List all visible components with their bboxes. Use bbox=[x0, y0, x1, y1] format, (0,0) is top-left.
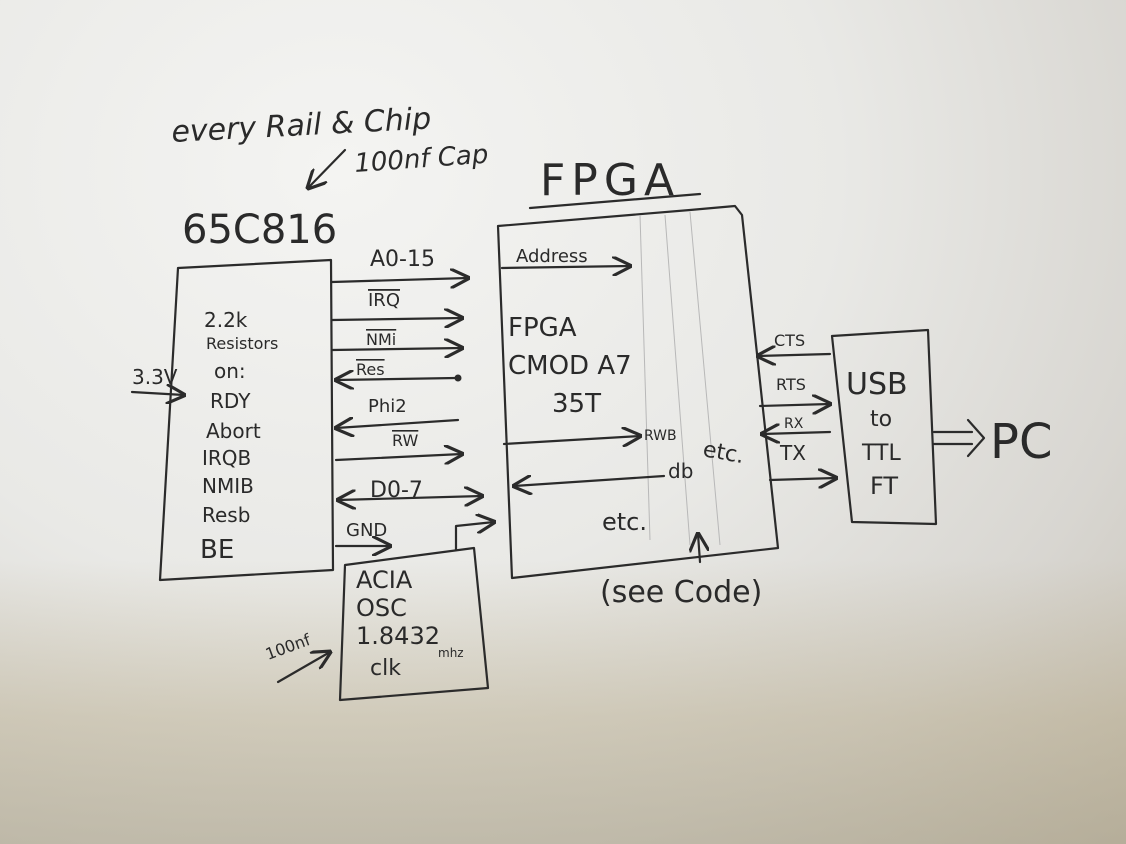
see-code-arrow bbox=[698, 534, 700, 564]
osc-cap-note: 100nf bbox=[263, 630, 313, 664]
sig-phi2-label: Phi2 bbox=[368, 396, 407, 417]
usb-line-to: to bbox=[870, 407, 892, 432]
sig-nmi-arrow bbox=[330, 348, 462, 350]
usb-line-ft: FT bbox=[870, 472, 898, 500]
cpu-line-on: on: bbox=[214, 359, 246, 383]
fpga-inner-guide-3 bbox=[689, 211, 721, 546]
power-in-arrow bbox=[130, 392, 184, 395]
usb-cts-label: CTS bbox=[774, 331, 805, 350]
sig-res-source-dot bbox=[454, 374, 462, 382]
sig-rw-label: RW bbox=[392, 431, 418, 450]
cpu-line-irqb: IRQB bbox=[202, 446, 251, 470]
usb-tx-arrow bbox=[768, 478, 836, 480]
top-note: every Rail & Chip bbox=[171, 101, 432, 150]
sig-res-arrow bbox=[336, 378, 458, 380]
sig-nmi-label: NMi bbox=[366, 330, 396, 349]
sig-gnd-label: GND bbox=[346, 520, 387, 541]
cpu-line-resistor-value: 2.2k bbox=[204, 308, 248, 332]
fpga-body-text: FPGA CMOD A7 35T bbox=[508, 313, 632, 419]
cpu-line-resistors: Resistors bbox=[206, 334, 278, 353]
cap-pointer-arrow bbox=[308, 148, 347, 188]
sig-rw-arrow bbox=[334, 454, 462, 460]
usb-tx-label: TX bbox=[779, 441, 806, 465]
sig-address-arrow bbox=[330, 278, 468, 282]
fpga-rwb-label: RWB bbox=[644, 428, 677, 444]
cap-note: 100nf Cap bbox=[353, 140, 489, 179]
usb-rx-arrow bbox=[762, 432, 832, 434]
acia-line-acia: ACIA bbox=[356, 566, 413, 594]
acia-clk-out-arrow bbox=[454, 522, 494, 552]
power-in-label: 3.3V bbox=[132, 365, 178, 389]
cpu-line-be: BE bbox=[200, 535, 234, 565]
fpga-etc-right: etc. bbox=[701, 437, 746, 469]
acia-line-freq: 1.8432 bbox=[356, 622, 440, 650]
acia-text: ACIA OSC 1.8432 clk mhz bbox=[356, 566, 464, 681]
acia-line-osc: OSC bbox=[356, 594, 407, 622]
pc-label: PC bbox=[990, 414, 1052, 470]
fpga-line-fpga: FPGA bbox=[508, 313, 577, 343]
cpu-box bbox=[158, 258, 335, 582]
fpga-etc-bottom: etc. bbox=[602, 508, 647, 536]
cpu-line-nmib: NMIB bbox=[202, 474, 254, 498]
fpga-line-35t: 35T bbox=[552, 389, 601, 419]
usb-rts-label: RTS bbox=[776, 375, 806, 394]
sig-irq-arrow bbox=[330, 318, 462, 320]
usb-cts-arrow bbox=[758, 354, 832, 356]
sig-phi2-arrow bbox=[336, 420, 460, 428]
usb-rts-arrow bbox=[758, 404, 830, 406]
usb-box bbox=[830, 328, 938, 526]
fpga-rwb-arrow bbox=[502, 436, 640, 444]
cpu-line-rdy: RDY bbox=[210, 389, 251, 413]
cpu-line-resb: Resb bbox=[202, 503, 250, 527]
fpga-inner-guide-2 bbox=[664, 214, 691, 546]
fpga-address-in-label: Address bbox=[516, 246, 588, 267]
fpga-line-cmod: CMOD A7 bbox=[508, 351, 632, 381]
fpga-db-arrow bbox=[514, 474, 666, 486]
sig-address-label: A0-15 bbox=[370, 247, 435, 272]
acia-line-clk: clk bbox=[370, 656, 401, 681]
fpga-title-underline bbox=[528, 192, 702, 210]
usb-line-ttl: TTL bbox=[861, 441, 901, 466]
see-code-note: (see Code) bbox=[600, 575, 762, 610]
sig-irq-label: IRQ bbox=[368, 290, 400, 311]
fpga-db-label: db bbox=[668, 459, 693, 483]
acia-box bbox=[338, 546, 490, 702]
usb-box-text: USB to TTL FT bbox=[846, 367, 908, 500]
cpu-line-abort: Abort bbox=[206, 419, 261, 443]
fpga-box bbox=[496, 204, 780, 580]
pc-link-arrowhead bbox=[966, 418, 986, 458]
fpga-inner-guide-1 bbox=[639, 214, 651, 541]
sig-res-label: Res bbox=[356, 360, 385, 379]
sig-data-arrow bbox=[338, 496, 482, 500]
cpu-title: 65C816 bbox=[182, 207, 337, 253]
acia-mhz: mhz bbox=[438, 646, 464, 660]
usb-line-usb: USB bbox=[846, 367, 908, 402]
usb-rx-label: RX bbox=[784, 416, 804, 432]
fpga-address-in-arrow bbox=[500, 266, 630, 268]
osc-cap-arrow bbox=[276, 652, 330, 684]
cpu-pin-list: 2.2k Resistors on: RDY Abort IRQB NMIB R… bbox=[200, 308, 278, 565]
